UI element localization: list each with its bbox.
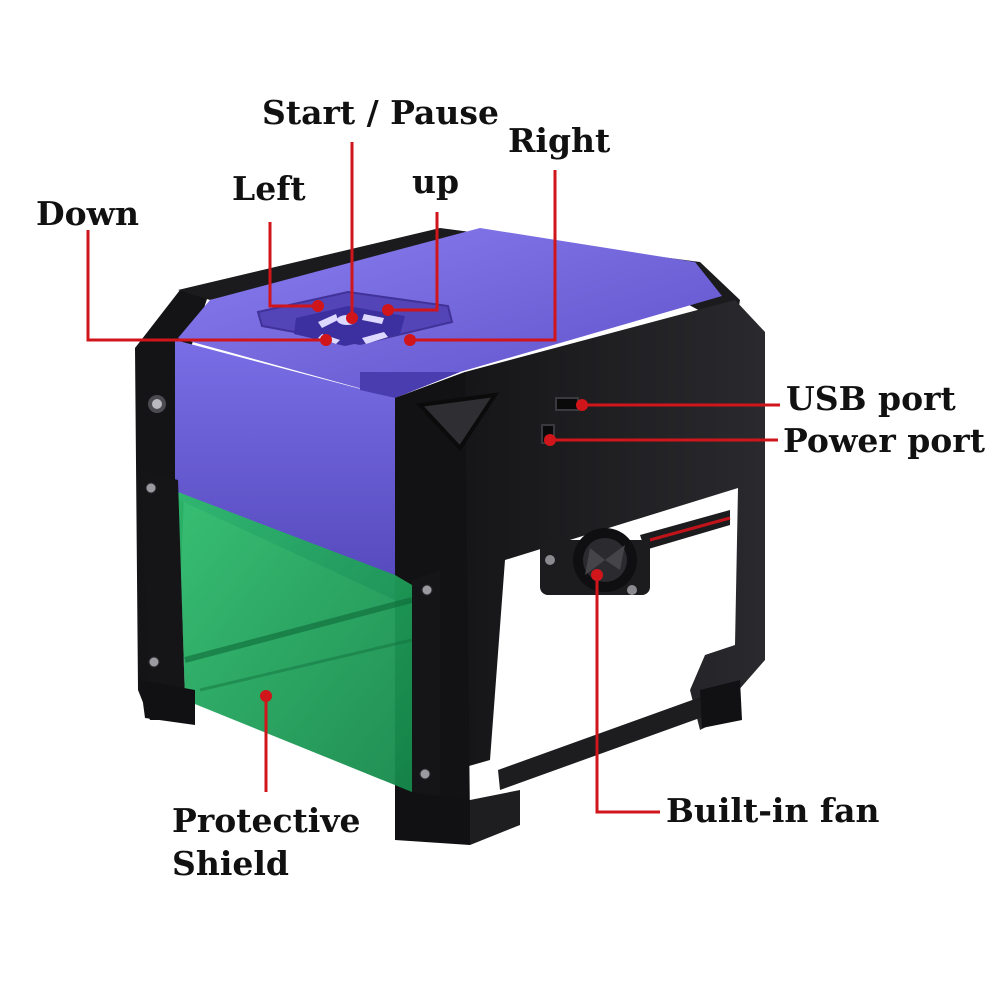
side-screw-icon [148, 395, 166, 413]
left-foot [140, 680, 195, 725]
callout-dot [260, 690, 272, 702]
label-builtin-fan: Built-in fan [666, 791, 880, 830]
callout-lines [86, 142, 780, 814]
callout-down [86, 230, 326, 342]
callout-fan [595, 575, 660, 814]
front-foot [395, 790, 470, 845]
label-usb-port: USB port [786, 379, 956, 418]
usb-port-icon [555, 397, 579, 411]
label-left: Left [232, 169, 306, 208]
callout-dots [260, 300, 603, 702]
callout-dot [312, 300, 324, 312]
screw-icons [145, 482, 433, 780]
callout-dot [544, 434, 556, 446]
label-start-pause: Start / Pause [262, 93, 499, 132]
callout-dot [576, 399, 588, 411]
callout-dot [404, 334, 416, 346]
label-protective-line2: Shield [172, 843, 289, 883]
callout-up [388, 212, 439, 312]
green-shield [178, 492, 412, 792]
right-body [395, 300, 765, 820]
label-right: Right [508, 121, 611, 160]
label-power-port: Power port [783, 421, 985, 460]
callout-dot [382, 304, 394, 316]
callout-right [410, 170, 557, 342]
label-down: Down [36, 194, 140, 233]
label-up: up [412, 162, 460, 201]
control-buttons-icon [318, 314, 388, 344]
fan-icon [540, 510, 731, 595]
label-protective-shield: Protective Shield [172, 800, 361, 886]
callout-dot [591, 569, 603, 581]
vent-icon [415, 392, 500, 452]
callout-left [268, 222, 318, 308]
label-protective-line1: Protective [172, 801, 361, 840]
callout-dot [320, 334, 332, 346]
callout-dot [346, 312, 358, 324]
right-foot [700, 680, 742, 728]
purple-front-panel [175, 340, 395, 600]
